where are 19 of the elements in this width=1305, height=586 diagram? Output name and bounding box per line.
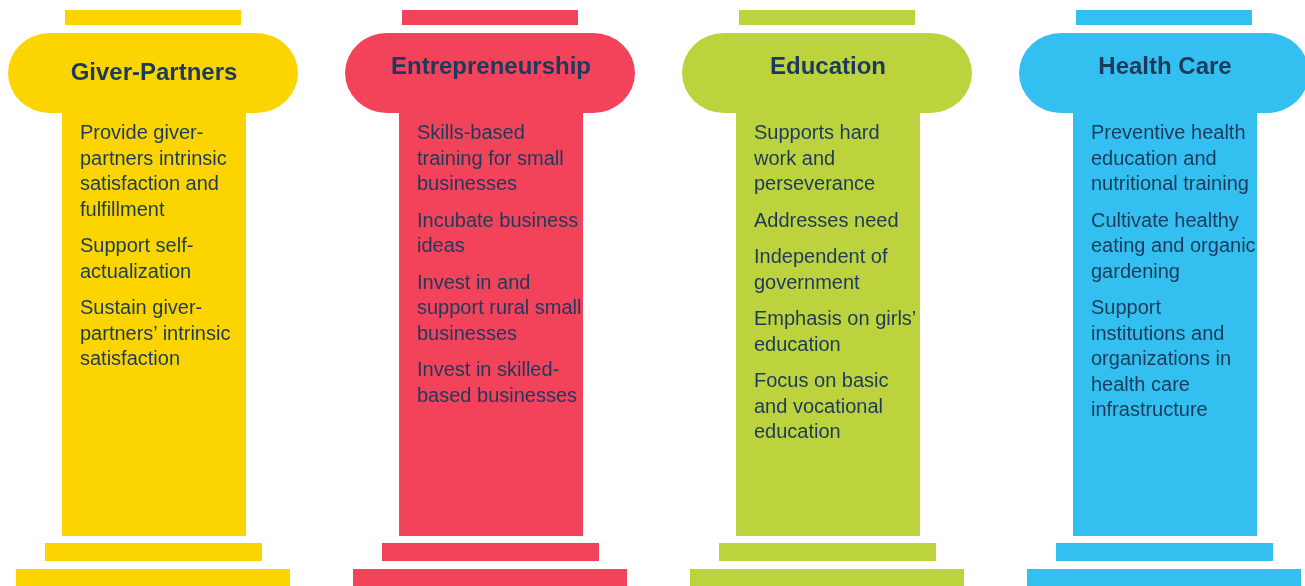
pillar-item-text: Provide giver-partners intrinsic satisfaction and fulfillment (80, 120, 228, 222)
pillar-item-text: Supports hard work and perseverance (754, 120, 881, 196)
pillar-item-text: Support self-actualization (80, 233, 195, 284)
pillar-item-text: Skills-based training for small businesses (417, 120, 565, 196)
pillar-heading: Entrepreneurship (389, 51, 592, 81)
pillar-item-text: Incubate business ideas (417, 207, 580, 258)
pillar-item-text: Cultivate healthy eating and organic gardening (1091, 207, 1257, 284)
pillar-item-text: Invest in and support rural small businesses (417, 269, 583, 346)
pillar-item-text: Invest in skilled-based businesses (417, 357, 579, 408)
pillar-heading: Giver-Partners (69, 57, 239, 87)
pillar-item-text: Emphasis on girls’ education (754, 306, 917, 357)
pillar-item-text: Addresses need (754, 207, 900, 233)
pillar-heading: Education (769, 51, 887, 81)
pillar-item-text: Sustain giver-partners’ intrinsic satisfaction (80, 295, 232, 371)
pillar-item-text: Focus on basic and vocational education (754, 368, 890, 444)
pillar-heading: Health Care (1097, 51, 1233, 81)
pillar-item-text: Support institutions and organizations in health care infrastructure (1091, 295, 1233, 422)
pillar-item-text: Preventive health education and nutritional training (1091, 120, 1250, 196)
pillar-item-text: Independent of government (754, 244, 889, 295)
